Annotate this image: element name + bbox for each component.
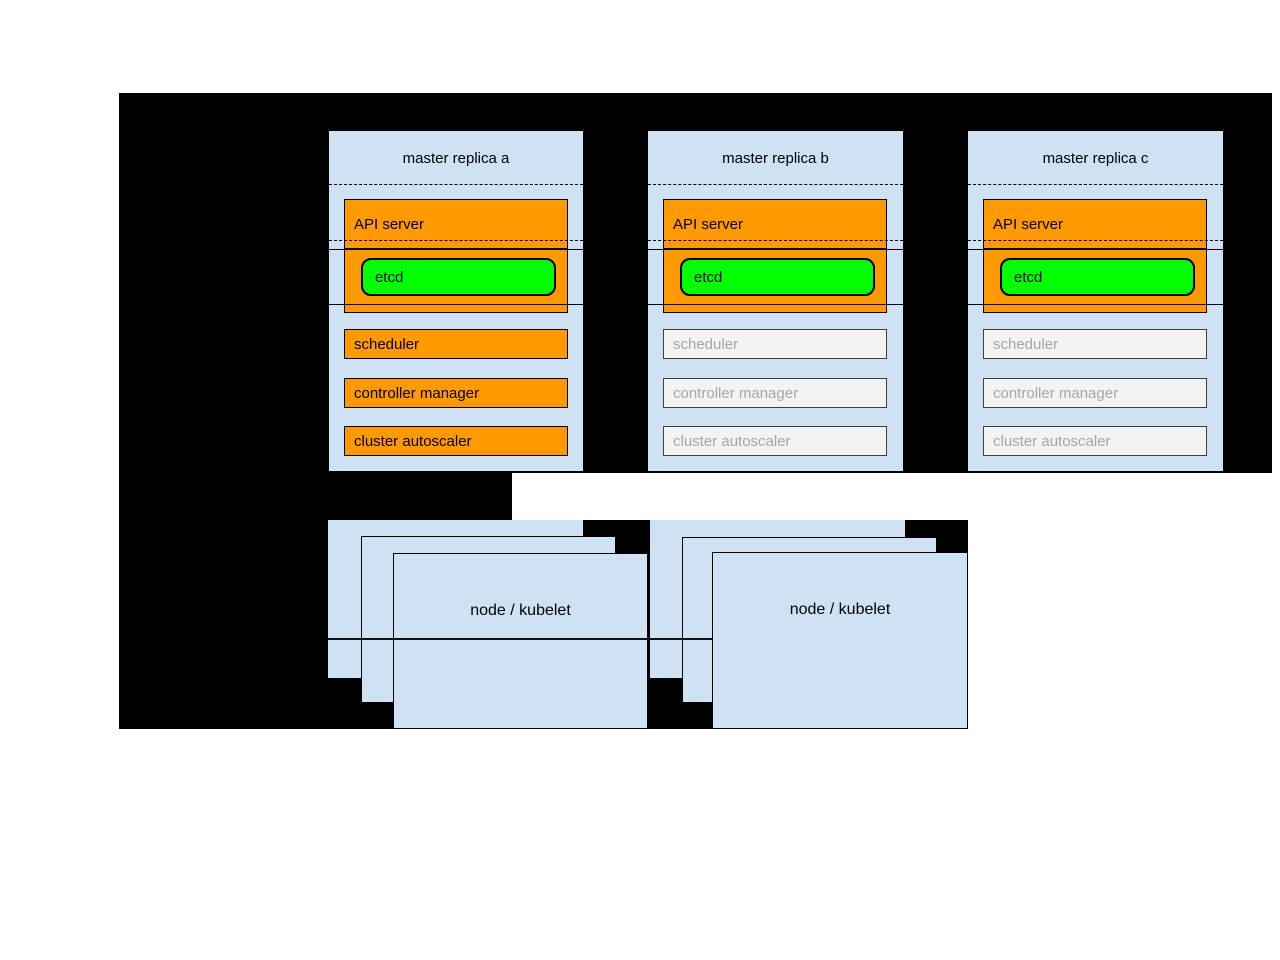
cluster-autoscaler-box: cluster autoscaler	[983, 426, 1207, 456]
controller-manager-box: controller manager	[344, 378, 568, 408]
cluster-autoscaler-box: cluster autoscaler	[663, 426, 887, 456]
controller-manager-box: controller manager	[983, 378, 1207, 408]
etcd-box: etcd	[1000, 258, 1195, 296]
dashed-separator	[968, 184, 1223, 185]
solid-separator	[968, 304, 1223, 305]
master-replica-b-box: master replica b API server etcd schedul…	[647, 130, 904, 472]
etcd-container-box: etcd	[983, 249, 1207, 313]
dashed-separator	[329, 240, 583, 241]
dashed-separator	[968, 240, 1223, 241]
master-replica-c-box: master replica c API server etcd schedul…	[967, 130, 1224, 472]
etcd-container-box: etcd	[344, 249, 568, 313]
node-label: node / kubelet	[470, 602, 571, 619]
etcd-box: etcd	[361, 258, 556, 296]
etcd-container-box: etcd	[663, 249, 887, 313]
node-box-front: node / kubelet	[712, 552, 968, 729]
node-box-front: node / kubelet	[393, 553, 648, 729]
dashed-separator	[648, 240, 903, 241]
scheduler-box: scheduler	[344, 329, 568, 359]
replica-title: master replica c	[1042, 149, 1149, 167]
scheduler-box: scheduler	[983, 329, 1207, 359]
etcd-box: etcd	[680, 258, 875, 296]
replica-title: master replica a	[402, 149, 510, 167]
canvas-connector-area	[119, 473, 512, 520]
api-server-box: API server	[983, 199, 1207, 249]
node-label: node / kubelet	[789, 601, 891, 618]
dashed-separator	[329, 184, 583, 185]
dashed-separator	[648, 184, 903, 185]
solid-separator	[648, 304, 903, 305]
api-server-box: API server	[344, 199, 568, 249]
replica-title: master replica b	[722, 149, 829, 167]
node-divider-line	[328, 638, 712, 640]
scheduler-box: scheduler	[663, 329, 887, 359]
solid-separator	[968, 249, 1223, 250]
controller-manager-box: controller manager	[663, 378, 887, 408]
cluster-autoscaler-box: cluster autoscaler	[344, 426, 568, 456]
solid-separator	[329, 304, 583, 305]
api-server-box: API server	[663, 199, 887, 249]
solid-separator	[648, 249, 903, 250]
master-replica-a-box: master replica a API server etcd schedul…	[328, 130, 584, 472]
solid-separator	[329, 249, 583, 250]
